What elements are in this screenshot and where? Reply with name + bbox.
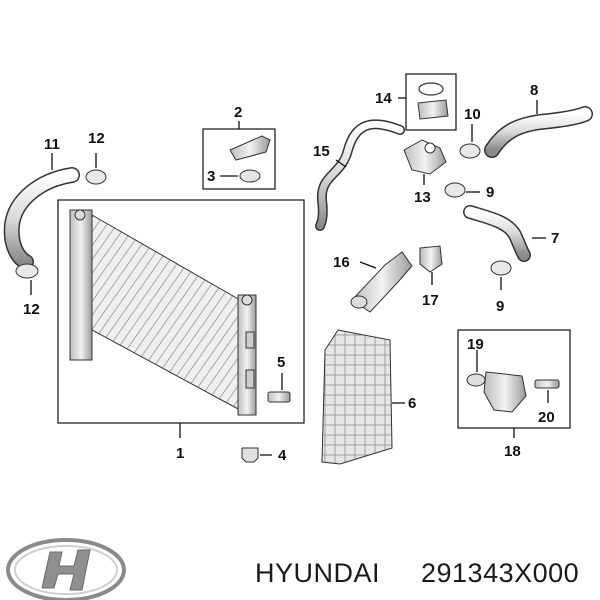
radiator-drain-icon — [245, 331, 255, 349]
drain-plug-group: 5 — [267, 354, 291, 403]
callout-13: 13 — [414, 189, 431, 206]
coolant-fitting-icon — [419, 245, 443, 273]
gasket-ring-icon — [418, 82, 444, 96]
callout-9-bottom: 9 — [496, 298, 504, 315]
callout-4: 4 — [278, 447, 287, 464]
radiator-assembly: 1 — [57, 199, 305, 462]
radiator-outlet-icon — [241, 294, 253, 306]
hose-clamp-icon — [15, 263, 39, 279]
callout-16: 16 — [333, 254, 350, 271]
hose-clamp-icon — [85, 169, 107, 185]
brand-name: HYUNDAI — [255, 558, 380, 588]
clip-icon — [239, 169, 261, 183]
hose-icon — [316, 120, 404, 230]
callout-7: 7 — [551, 230, 559, 247]
radiator-frame-box — [57, 199, 305, 424]
radiator-inlet-icon — [74, 209, 86, 221]
lower-hose-group: 11 12 12 — [3, 130, 107, 318]
callout-10: 10 — [464, 106, 481, 123]
water-pipe-group: 16 — [333, 251, 413, 313]
cap-bracket-icon — [229, 135, 271, 161]
callout-20: 20 — [538, 409, 555, 426]
air-guard-icon — [321, 329, 393, 465]
callout-19: 19 — [467, 336, 484, 353]
radiator-right-tank — [237, 294, 257, 416]
callout-11: 11 — [44, 136, 60, 153]
callout-18: 18 — [504, 443, 521, 460]
hose-clamp-icon — [490, 260, 512, 276]
callout-1: 1 — [176, 445, 184, 462]
water-outlet-group: 13 — [403, 139, 447, 206]
callout-9-top: 9 — [486, 184, 494, 201]
radiator-left-tank — [69, 209, 93, 361]
callout-2: 2 — [234, 104, 242, 121]
callout-12-bottom: 12 — [23, 301, 40, 318]
hose-clamp-icon — [444, 182, 466, 198]
part-number: 291343X000 — [421, 558, 579, 588]
water-pipe-icon — [351, 251, 413, 313]
callout-8: 8 — [530, 82, 538, 99]
water-outlet-icon — [403, 139, 447, 175]
upper-hose-group: 8 — [484, 82, 593, 158]
callout-6: 6 — [408, 395, 416, 412]
o-ring-icon — [466, 373, 486, 387]
hose-icon — [485, 107, 592, 157]
temperature-sensor-icon — [534, 379, 560, 389]
callout-5: 5 — [277, 354, 285, 371]
mounting-bolt-group: 4 — [241, 447, 287, 464]
callout-12-top: 12 — [88, 130, 105, 147]
clamp-9-group: 9 9 — [444, 182, 512, 315]
hyundai-logo-icon — [6, 538, 126, 600]
drain-plug-icon — [267, 391, 291, 403]
callout-14: 14 — [375, 90, 392, 107]
inlet-assembly-group: 19 20 18 — [457, 329, 571, 460]
radiator-core — [91, 214, 241, 411]
bolt-icon — [241, 447, 259, 463]
radiator-bracket-icon — [245, 369, 255, 389]
radiator-cap-group: 2 3 — [202, 104, 276, 190]
fitting-17-group: 17 — [419, 245, 443, 309]
gasket-box — [405, 73, 457, 131]
air-guard-group: 6 — [321, 329, 416, 465]
clamp-10-group: 10 — [459, 106, 481, 159]
callout-17: 17 — [422, 292, 439, 309]
thermostat-cover-icon — [417, 99, 449, 120]
hose-clamp-icon — [459, 143, 481, 159]
water-inlet-icon — [483, 371, 527, 413]
heater-hose-group: 7 — [463, 205, 559, 262]
hose-icon — [5, 168, 79, 269]
bypass-hose-group: 15 — [313, 119, 405, 231]
callout-15: 15 — [313, 143, 330, 160]
hose-icon — [464, 206, 530, 261]
callout-3: 3 — [207, 168, 215, 185]
thermostat-gasket-group: 14 — [375, 73, 457, 131]
